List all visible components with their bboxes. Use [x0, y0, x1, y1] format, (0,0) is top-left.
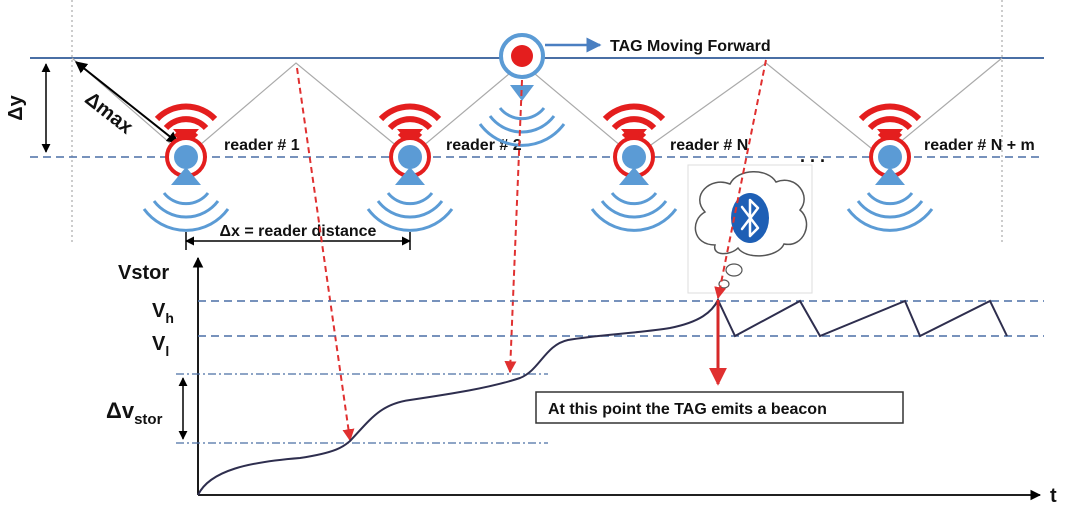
projection-arrow-2: [504, 79, 523, 374]
vh-label: Vh: [152, 300, 174, 326]
beacon-label-box: [535, 391, 904, 424]
reader-1-label: reader # 1: [224, 137, 300, 154]
dv-label: Δvstor: [106, 398, 163, 428]
dy-label: Δy: [5, 94, 27, 120]
bluetooth-icon: [731, 193, 769, 243]
ellipsis: . . .: [800, 146, 825, 166]
beacon-label: At this point the TAG emits a beacon: [548, 401, 827, 418]
projection-arrow-n: [714, 59, 767, 300]
vl-label: Vl: [152, 333, 169, 359]
reader-n-label: reader # N: [670, 137, 748, 154]
projection-arrow-1: [296, 67, 355, 442]
reader-2: [368, 107, 452, 231]
vstor-curve: [197, 297, 1008, 496]
y-axis-label: Vstor: [118, 262, 169, 284]
reader-n: [592, 107, 676, 231]
x-axis-label: t: [1050, 485, 1057, 507]
tag-moving-label: TAG Moving Forward: [610, 38, 771, 55]
dx-label: Δx = reader distance: [220, 223, 377, 240]
tag-node: [478, 33, 566, 147]
reader-n-plus-m: [848, 107, 932, 231]
reader-n-plus-m-label: reader # N + m: [924, 137, 1035, 154]
dmax-arrow: [75, 61, 179, 144]
dmax-label: Δmax: [80, 88, 136, 139]
bluetooth-thought-bubble: [687, 164, 813, 294]
